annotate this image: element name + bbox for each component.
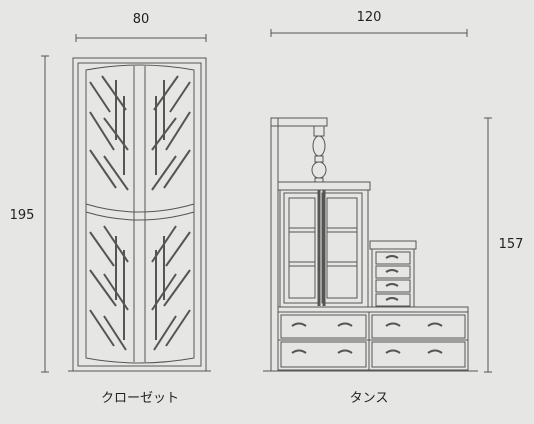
closet-drawing [41, 34, 211, 373]
tansu-lower-drawers [263, 306, 478, 372]
tansu-turned-column [311, 125, 327, 183]
closet-width-label: 80 [133, 12, 150, 27]
tansu-width-label: 120 [357, 10, 382, 25]
tansu-width-dimension-line [270, 29, 468, 37]
closet-lower-lattice [89, 225, 191, 351]
closet-height-dimension-line [41, 55, 49, 373]
closet-upper-lattice [89, 75, 191, 191]
tansu-small-drawers [369, 240, 417, 308]
tansu-height-label: 157 [499, 237, 524, 252]
tansu-height-dimension-line [484, 117, 492, 373]
closet-width-dimension-line [75, 34, 207, 42]
tansu-drawing [263, 29, 492, 373]
tansu-name-label: タンス [350, 391, 389, 406]
closet-body [68, 57, 211, 372]
closet-height-label: 195 [10, 208, 35, 223]
closet-name-label: クローゼット [101, 391, 179, 406]
tansu-upper-cabinet [277, 181, 371, 308]
